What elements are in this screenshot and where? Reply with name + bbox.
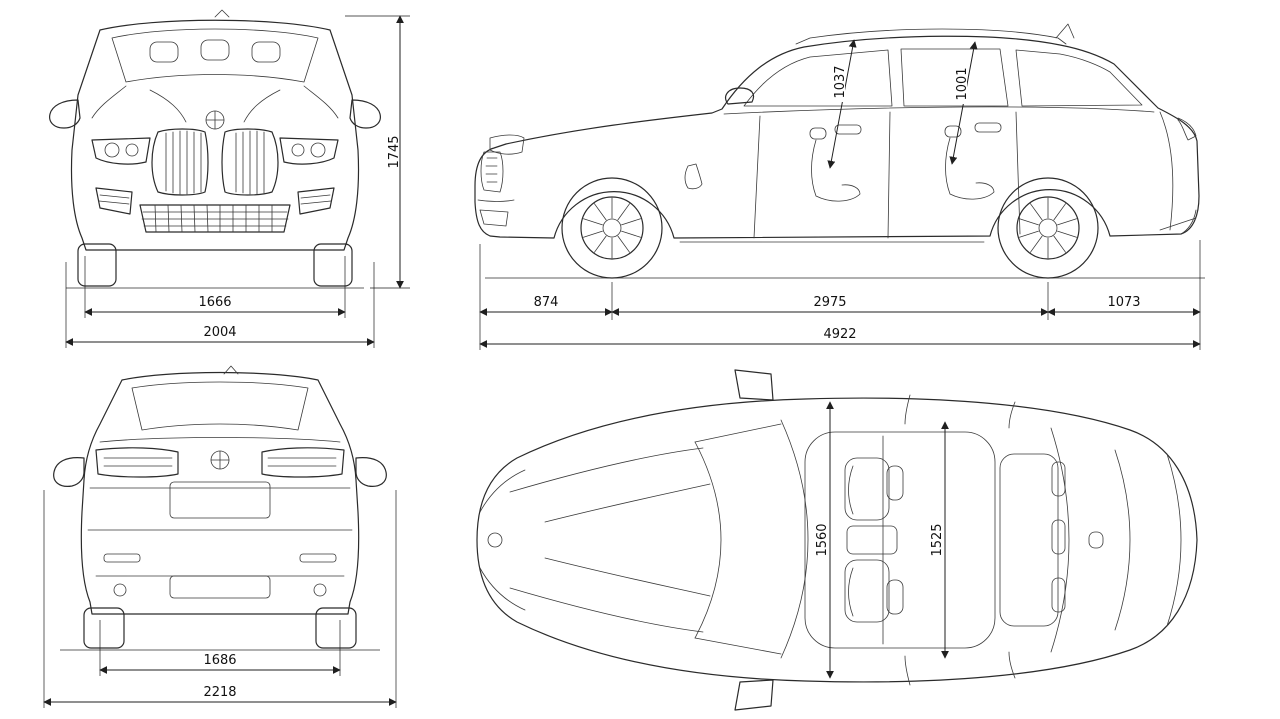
dim-label-interior-width-rear: 1525 bbox=[930, 523, 945, 556]
side-view: 1037 1001 874 2975 1073 4922 bbox=[460, 0, 1220, 360]
rear-sensor bbox=[314, 584, 326, 596]
dim-label-body-width: 2004 bbox=[203, 325, 236, 340]
quarter-window bbox=[1016, 50, 1142, 106]
dim-rear-track: 1686 bbox=[99, 620, 341, 676]
left-mirror bbox=[54, 458, 84, 487]
right-mirror bbox=[356, 458, 386, 487]
shark-fin-antenna-icon bbox=[224, 366, 238, 374]
front-view-car bbox=[50, 10, 381, 288]
windshield-cowl bbox=[695, 442, 721, 638]
headlight bbox=[490, 135, 524, 154]
front-view: 1745 1666 2004 bbox=[0, 0, 430, 360]
side-view-panel: 1037 1001 874 2975 1073 4922 bbox=[460, 0, 1220, 360]
bmw-roundel bbox=[488, 533, 502, 547]
front-view-panel: 1745 1666 2004 bbox=[0, 0, 430, 360]
rear-wheel bbox=[998, 178, 1098, 278]
bmw-roundel bbox=[211, 451, 229, 469]
top-view: 1560 1525 bbox=[455, 362, 1225, 719]
fender-vent bbox=[685, 164, 702, 189]
left-mirror bbox=[735, 370, 773, 400]
top-view-car bbox=[477, 370, 1197, 710]
front-door-handle bbox=[835, 125, 861, 134]
label-bg bbox=[831, 62, 845, 102]
kidney-grille bbox=[152, 129, 278, 195]
dim-label-front-overhang: 874 bbox=[534, 295, 559, 310]
front-seat bbox=[810, 128, 860, 201]
taillight bbox=[1178, 118, 1196, 140]
dim-front-overall-height: 1745 bbox=[345, 15, 410, 289]
shark-fin-antenna-icon bbox=[1056, 24, 1074, 38]
dim-width-mirrors: 2218 bbox=[43, 490, 397, 708]
rear-view: 1686 2218 bbox=[43, 362, 397, 719]
dim-headroom-rear: 1001 bbox=[949, 41, 978, 165]
right-mirror bbox=[350, 100, 380, 128]
dim-front-track: 1666 bbox=[84, 256, 346, 318]
dim-interior-width-front: 1560 bbox=[813, 401, 834, 679]
right-reflector bbox=[300, 554, 336, 562]
rear-view-car bbox=[54, 366, 387, 650]
windshield bbox=[112, 29, 318, 82]
rear-diffuser bbox=[170, 576, 270, 598]
dim-label-interior-width-front: 1560 bbox=[815, 523, 830, 556]
rear-glass-base bbox=[1115, 450, 1130, 630]
dim-label-wheelbase: 2975 bbox=[813, 295, 846, 310]
side-view-car bbox=[475, 24, 1205, 278]
front-right-tire bbox=[314, 244, 352, 286]
label-bg bbox=[384, 130, 399, 174]
shark-fin-antenna-icon bbox=[1089, 532, 1103, 548]
front-seats bbox=[845, 458, 903, 622]
right-corner-intake bbox=[298, 188, 334, 214]
lower-grille bbox=[140, 205, 290, 232]
roof-rail bbox=[796, 29, 1066, 44]
bmw-roundel bbox=[206, 111, 224, 129]
kidney-grille-side bbox=[481, 152, 503, 192]
dim-label-headroom-front: 1037 bbox=[833, 65, 848, 98]
left-mirror bbox=[50, 100, 80, 128]
dim-label-rear-track: 1686 bbox=[203, 653, 236, 668]
rear-window bbox=[132, 382, 308, 430]
rear-view-panel: 1686 2218 bbox=[0, 362, 430, 719]
right-taillight bbox=[262, 448, 344, 477]
dim-label-width-incl-mirrors: 2218 bbox=[203, 685, 236, 700]
license-plate-recess bbox=[170, 482, 270, 518]
dim-headroom-front: 1037 bbox=[827, 39, 857, 169]
front-wheel bbox=[562, 178, 662, 278]
left-taillight bbox=[96, 448, 178, 477]
dim-label-rear-overhang: 1073 bbox=[1107, 295, 1140, 310]
headrest bbox=[252, 42, 280, 62]
rear-left-tire bbox=[84, 608, 124, 648]
headrest bbox=[201, 40, 229, 60]
right-headlight bbox=[280, 138, 338, 164]
dim-front-width: 2004 bbox=[65, 262, 375, 348]
rear-door-handle bbox=[975, 123, 1001, 132]
rear-sensor bbox=[114, 584, 126, 596]
left-reflector bbox=[104, 554, 140, 562]
headrest bbox=[150, 42, 178, 62]
front-left-tire bbox=[78, 244, 116, 286]
dim-label-height: 1745 bbox=[387, 135, 402, 168]
panoramic-sunroof bbox=[805, 432, 995, 648]
rear-right-tire bbox=[316, 608, 356, 648]
center-console bbox=[847, 526, 897, 554]
dim-side-bottom: 874 2975 1073 4922 bbox=[479, 240, 1201, 350]
roof-antenna-icon bbox=[215, 10, 229, 17]
label-bg bbox=[813, 518, 827, 562]
dim-label-headroom-rear: 1001 bbox=[955, 67, 970, 100]
dim-label-overall-length: 4922 bbox=[823, 327, 856, 342]
label-bg bbox=[928, 518, 942, 562]
label-bg bbox=[953, 64, 967, 104]
right-mirror bbox=[735, 680, 773, 710]
left-headlight bbox=[92, 138, 150, 164]
rear-seats bbox=[1000, 454, 1065, 626]
left-corner-intake bbox=[96, 188, 132, 214]
front-window bbox=[744, 50, 892, 106]
dim-label-front-track: 1666 bbox=[198, 295, 231, 310]
roof-rear-edge bbox=[1051, 428, 1069, 652]
dim-interior-width-rear: 1525 bbox=[928, 421, 949, 659]
top-view-panel: 1560 1525 bbox=[455, 362, 1225, 719]
roof-front-edge bbox=[781, 420, 808, 658]
side-mirror bbox=[726, 88, 754, 104]
